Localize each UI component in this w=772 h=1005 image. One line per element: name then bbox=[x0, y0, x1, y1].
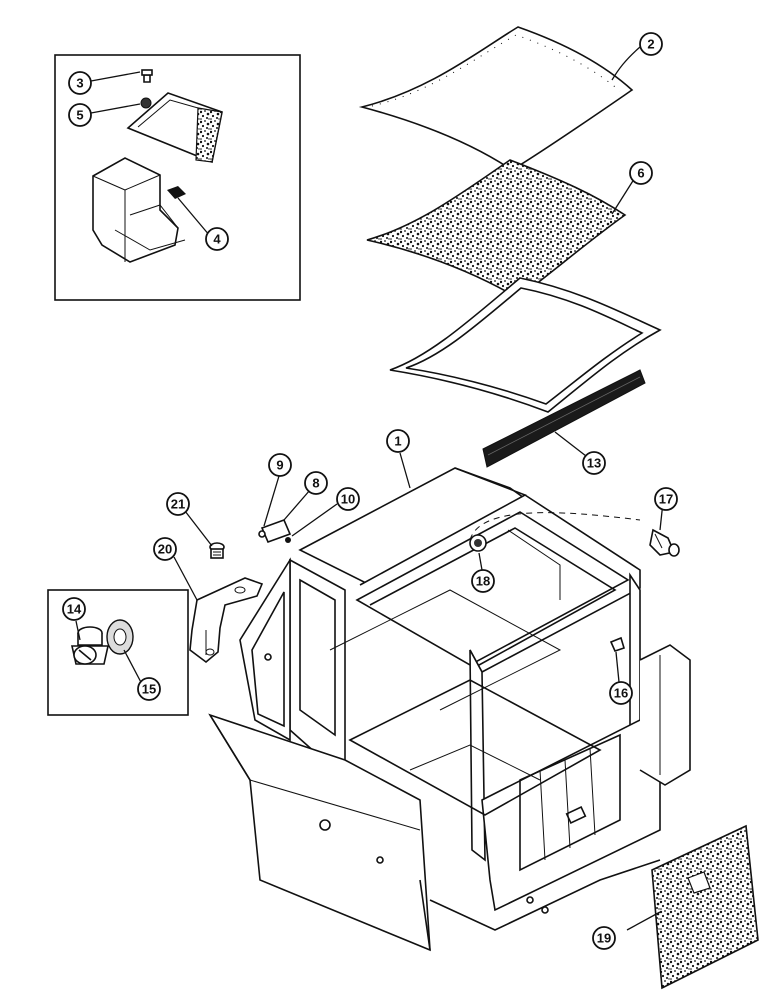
callout-16: 16 bbox=[609, 681, 633, 705]
callout-19: 19 bbox=[592, 926, 616, 950]
callout-8-label: 8 bbox=[312, 476, 319, 491]
callout-20-label: 20 bbox=[158, 542, 172, 557]
small-hardware bbox=[189, 518, 680, 664]
roof-panel bbox=[358, 26, 634, 171]
rear-trim-panel bbox=[651, 824, 759, 990]
callout-3: 3 bbox=[68, 71, 92, 95]
cab-body bbox=[208, 467, 691, 952]
inset-roof-bracket bbox=[54, 54, 301, 301]
callout-1: 1 bbox=[386, 429, 410, 453]
callout-18: 18 bbox=[471, 569, 495, 593]
callout-5-label: 5 bbox=[76, 108, 83, 123]
callout-16-label: 16 bbox=[614, 686, 628, 701]
inset-plug-washer bbox=[47, 589, 189, 716]
callout-13-label: 13 bbox=[587, 456, 601, 471]
callout-1-label: 1 bbox=[394, 434, 401, 449]
callout-6: 6 bbox=[629, 161, 653, 185]
callout-9: 9 bbox=[268, 453, 292, 477]
seal-strip bbox=[482, 369, 646, 468]
callout-10: 10 bbox=[336, 487, 360, 511]
callout-9-label: 9 bbox=[276, 458, 283, 473]
leader-lines bbox=[75, 46, 664, 931]
callout-14: 14 bbox=[62, 597, 86, 621]
callout-17: 17 bbox=[654, 487, 678, 511]
callout-17-label: 17 bbox=[659, 492, 673, 507]
callout-21-label: 21 bbox=[171, 497, 185, 512]
callout-21: 21 bbox=[166, 492, 190, 516]
callout-6-label: 6 bbox=[637, 166, 644, 181]
callout-10-label: 10 bbox=[341, 492, 355, 507]
callout-3-label: 3 bbox=[76, 76, 83, 91]
callout-19-label: 19 bbox=[597, 931, 611, 946]
headliner-panel bbox=[366, 159, 627, 299]
callout-18-label: 18 bbox=[476, 574, 490, 589]
callout-14-label: 14 bbox=[67, 602, 82, 617]
roof-seal-frame bbox=[389, 277, 662, 413]
callout-4: 4 bbox=[205, 227, 229, 251]
callout-4-label: 4 bbox=[213, 232, 221, 247]
callout-5: 5 bbox=[68, 103, 92, 127]
callout-2-label: 2 bbox=[647, 37, 654, 52]
callout-15-label: 15 bbox=[142, 682, 156, 697]
callout-13: 13 bbox=[582, 451, 606, 475]
callout-15: 15 bbox=[137, 677, 161, 701]
callout-2: 2 bbox=[639, 32, 663, 56]
callout-8: 8 bbox=[304, 471, 328, 495]
callout-20: 20 bbox=[153, 537, 177, 561]
